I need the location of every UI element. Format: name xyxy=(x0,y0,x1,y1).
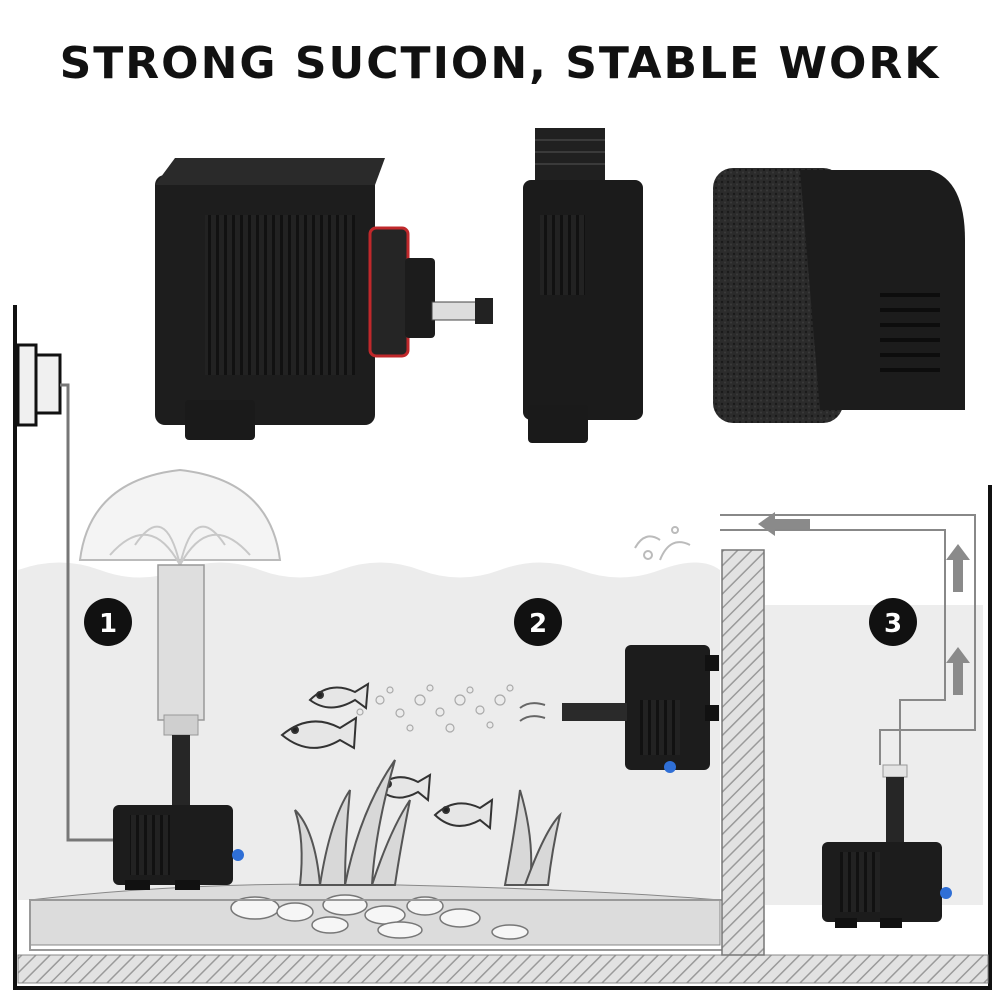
pebble xyxy=(230,894,529,940)
partition-wall xyxy=(721,549,765,956)
aquarium-tank xyxy=(13,305,992,990)
aquatic-plant xyxy=(294,759,562,886)
fountain-spray xyxy=(78,468,282,566)
step-2-badge: 2 xyxy=(514,598,562,646)
step-3-badge: 3 xyxy=(869,598,917,646)
pump-side-view xyxy=(523,128,643,443)
pump-3 xyxy=(822,842,952,928)
pump-2 xyxy=(562,645,719,773)
step-2-number: 2 xyxy=(529,609,547,639)
pump-1 xyxy=(113,805,244,890)
left-arrow xyxy=(758,512,810,536)
step-1-badge: 1 xyxy=(84,598,132,646)
up-arrow xyxy=(946,544,970,695)
step-3-number: 3 xyxy=(884,609,902,639)
step-1-number: 1 xyxy=(99,609,117,639)
headline: STRONG SUCTION, STABLE WORK xyxy=(59,38,941,89)
air-bubbles xyxy=(356,684,514,733)
pump-front-view xyxy=(155,158,493,440)
pump-with-sponge-filter xyxy=(713,168,965,423)
